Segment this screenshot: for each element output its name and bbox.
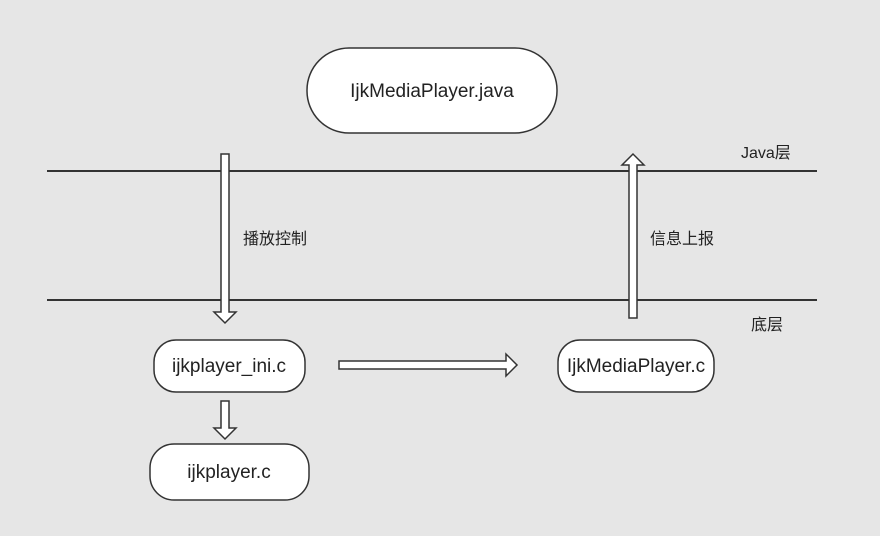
node-native-player-label: IjkMediaPlayer.c bbox=[567, 356, 705, 377]
node-core: ijkplayer.c bbox=[149, 443, 310, 501]
node-native-player: IjkMediaPlayer.c bbox=[557, 339, 715, 393]
java-layer-label: Java层 bbox=[741, 145, 791, 162]
node-jni-label: ijkplayer_ini.c bbox=[172, 356, 286, 377]
arrow-report-up bbox=[620, 152, 646, 319]
node-jni: ijkplayer_ini.c bbox=[153, 339, 306, 393]
native-layer-label: 底层 bbox=[751, 316, 783, 334]
edge-report-label: 信息上报 bbox=[650, 230, 714, 248]
node-java-player-label: IjkMediaPlayer.java bbox=[350, 81, 514, 102]
arrow-control-down bbox=[212, 153, 238, 325]
edge-control-label: 播放控制 bbox=[243, 230, 307, 248]
arrow-jni-to-native-player bbox=[338, 352, 519, 378]
arrow-jni-to-core bbox=[212, 400, 238, 441]
node-core-label: ijkplayer.c bbox=[187, 462, 270, 483]
node-java-player: IjkMediaPlayer.java bbox=[306, 47, 558, 134]
